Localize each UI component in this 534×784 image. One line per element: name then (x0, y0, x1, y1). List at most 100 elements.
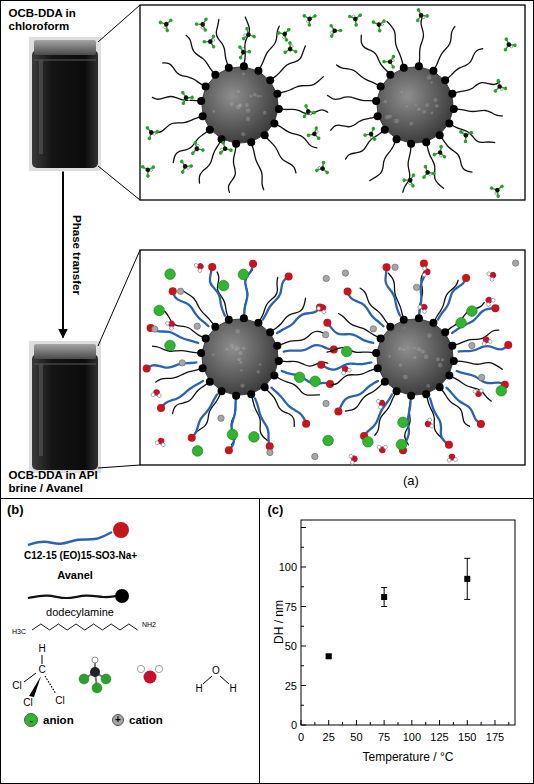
water-molecule (155, 436, 167, 447)
core-texture (260, 95, 262, 97)
chlorine-atom (202, 40, 206, 44)
vial-body (32, 354, 98, 470)
chlorine-atom (252, 34, 257, 39)
chlorine-atom (425, 14, 430, 19)
chlorine-atom (304, 103, 309, 108)
chlorine-atom (325, 170, 330, 175)
chlorine-atom (283, 50, 288, 55)
sulfonate-head (323, 319, 331, 327)
water-molecule (486, 269, 498, 282)
amine-head (381, 378, 389, 386)
chloroform-molecule (432, 143, 448, 158)
carbon-atom (148, 129, 154, 135)
hydrogen-atom (384, 445, 388, 449)
chlorine-atom (312, 110, 317, 115)
anion-ion (192, 446, 203, 457)
chlorine-atom (371, 126, 376, 131)
anion-ion (341, 346, 352, 357)
water-molecule (376, 397, 387, 409)
cation-ion (413, 284, 419, 290)
amine-head (275, 357, 283, 365)
core-texture (256, 370, 260, 374)
amine-cartoon-head (115, 589, 129, 603)
core-texture (245, 103, 249, 107)
x-axis-tick (508, 722, 509, 725)
hydrogen-atom (422, 309, 427, 314)
amine-chain (153, 346, 200, 353)
surfactant-chain (364, 395, 392, 436)
amine-chain (259, 26, 279, 69)
amine-head (206, 126, 214, 134)
data-point (464, 576, 470, 582)
surfactant-chain (327, 323, 373, 343)
surfactant-chain (446, 388, 480, 424)
y-axis-title: DH / nm (273, 600, 285, 644)
carbon-atom (183, 94, 189, 100)
water-molecule (151, 388, 162, 397)
amine-chain (456, 109, 503, 116)
error-bar-cap (381, 587, 387, 588)
surfactant-chain (284, 345, 334, 351)
chloroform-molecule (489, 180, 508, 199)
cation-ion (512, 260, 518, 266)
water-molecule (165, 318, 178, 331)
core-texture (413, 347, 416, 350)
surfactant-chain (161, 381, 203, 408)
chlorine-atom (402, 178, 407, 183)
amine-head (232, 140, 240, 148)
chlorine-atom (423, 164, 428, 169)
y-tick-label: 100 (279, 562, 297, 573)
chlorine-atom (493, 89, 497, 93)
chlorine-atom (307, 23, 312, 28)
atom-symbol: C (38, 665, 45, 675)
x-axis-tick (481, 722, 482, 725)
chlorine-atom (190, 151, 195, 156)
cation-ion (179, 360, 185, 366)
core-texture (253, 93, 257, 97)
surfactant-formula: C12-15 (EO)15-SO3-Na+ (24, 551, 137, 561)
hydrogen-atom (316, 306, 321, 311)
sulfonate-head (143, 365, 151, 373)
hydrogen-atom (479, 388, 483, 392)
sulfonate-head (169, 287, 177, 295)
data-point (326, 653, 332, 659)
water-ball-model (137, 665, 162, 683)
chloroform-molecule (305, 126, 321, 143)
anion-ion (398, 417, 409, 428)
amine-chain (403, 146, 411, 192)
water-molecule (422, 267, 430, 278)
cation-ion (194, 323, 200, 329)
chlorine-atom (229, 148, 233, 152)
amine-head (386, 323, 394, 331)
sulfonate-head (208, 263, 216, 271)
zoom-box (140, 5, 525, 200)
hydrogen-atom (486, 271, 491, 276)
sulfonate-head (344, 287, 352, 295)
cation-ion (323, 275, 329, 281)
chemical-bond (220, 676, 229, 684)
chlorine-atom (439, 145, 443, 149)
amine-chain (279, 331, 325, 345)
sulfonate-head (491, 304, 499, 312)
hydrogen-atom (488, 339, 493, 344)
surfactant-chain (459, 345, 509, 352)
carbon-atom (182, 163, 188, 169)
core-texture (240, 384, 244, 388)
carbon-atom (353, 16, 358, 21)
chlorine-atom (499, 184, 504, 189)
nanoparticle-core (377, 67, 453, 143)
hydrogen-atom (486, 302, 491, 307)
chlorine-atom (158, 20, 163, 25)
core-texture (403, 375, 408, 380)
water-molecule (480, 335, 492, 346)
chlorine-atom (469, 131, 473, 135)
core-texture (212, 110, 215, 113)
hydrogen-atom (137, 665, 144, 672)
chloroform-molecule (491, 77, 508, 93)
chloroform-molecule (314, 160, 333, 179)
amine-head (422, 390, 430, 398)
core-texture (388, 355, 391, 358)
chlorine-atom (442, 155, 446, 159)
sulfonate-head (504, 341, 512, 349)
chlorine-atom (382, 60, 386, 64)
